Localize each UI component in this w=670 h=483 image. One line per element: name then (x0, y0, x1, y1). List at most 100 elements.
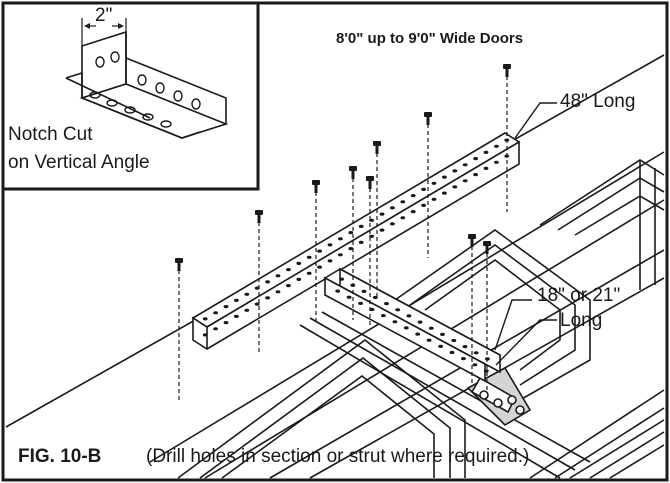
strut-hole (361, 289, 367, 293)
strut-hole (244, 292, 250, 296)
label-18-long-line1: 18" or 21" (537, 285, 621, 306)
strut-hole (417, 320, 423, 324)
strut-hole (473, 351, 479, 355)
door-panel-right-lower (569, 419, 665, 479)
strut-hole (338, 237, 343, 241)
strut-hole (348, 231, 354, 235)
strut-hole (358, 240, 364, 244)
strut-hole (234, 298, 239, 302)
strut-hole (392, 320, 398, 324)
strut-hole (400, 200, 406, 204)
strut-hole (473, 157, 478, 161)
strut-hole (483, 166, 489, 170)
strut-hole (438, 344, 443, 348)
strut-hole (483, 150, 489, 154)
strut-hole (494, 144, 499, 148)
strut-hole (462, 179, 468, 183)
strut-hole (494, 160, 499, 164)
strut-hole (286, 268, 291, 272)
strut-hole (379, 228, 385, 232)
strut-hole (415, 332, 421, 336)
strut-hole (390, 206, 395, 210)
strut-hole (296, 261, 302, 265)
strut-hole (369, 234, 374, 238)
strut-hole (254, 302, 260, 306)
figure-caption: (Drill holes in section or strut where r… (146, 446, 530, 467)
inset-caption-line2: on Vertical Angle (8, 152, 150, 173)
strut-hole (335, 289, 341, 293)
strut-hole (213, 311, 219, 315)
strut-hole (327, 243, 333, 247)
door-panel-right (539, 159, 665, 290)
strut-hole (406, 314, 412, 318)
strut-hole (254, 286, 260, 290)
label-48-long: 48" Long (560, 91, 636, 112)
strut-hole (442, 191, 447, 195)
screws (175, 64, 511, 271)
strut-hole (473, 173, 478, 177)
strut-hole (234, 314, 239, 318)
strut-hole (485, 357, 490, 361)
notch-inset (1, 1, 260, 191)
inset-caption-line1: Notch Cut (8, 124, 93, 145)
strut-hole (504, 138, 510, 142)
strut-hole (369, 218, 374, 222)
strut-hole (358, 301, 363, 305)
strut-hole (265, 296, 270, 300)
strut-hole (306, 271, 312, 275)
hinge (466, 366, 532, 427)
inset-dimension: 2" (95, 5, 113, 26)
diagram-title: 8'0" up to 9'0" Wide Doors (336, 30, 524, 47)
strut-hole (384, 302, 389, 306)
strut-hole (350, 283, 356, 287)
strut-hole (410, 210, 416, 214)
strut-hole (275, 274, 281, 278)
strut-hole (275, 290, 281, 294)
strut-hole (358, 224, 364, 228)
strut-hole (286, 284, 291, 288)
strut-hole (451, 338, 457, 343)
strut-hole (223, 321, 229, 325)
strut-hole (452, 185, 458, 189)
strut-48-holes (202, 138, 510, 337)
center-rail (299, 311, 591, 479)
strut-hole (338, 253, 343, 257)
strut-hole (452, 169, 458, 173)
strut-hole (426, 338, 432, 342)
strut-hole (244, 308, 250, 312)
strut-hole (421, 203, 426, 207)
strut-hole (317, 249, 322, 253)
strut-hole (339, 277, 344, 281)
strut-hole (431, 181, 437, 185)
label-18-long-line2: Long (560, 310, 603, 331)
strut-hole (296, 277, 302, 281)
strut-hole (348, 247, 354, 251)
strut-hole (223, 305, 229, 309)
strut-hole (403, 326, 409, 330)
strut-hole (381, 314, 386, 318)
strut-hole (449, 350, 455, 355)
strut-hole (483, 369, 489, 373)
strut-hole (462, 345, 468, 349)
strut-hole (442, 175, 447, 179)
strut-hole (202, 317, 208, 321)
strut-hole (440, 332, 445, 336)
strut-hole (431, 197, 437, 201)
strut-48-long (191, 132, 521, 350)
strut-18-holes (335, 277, 490, 373)
strut-hole (472, 363, 478, 367)
strut-hole (462, 163, 468, 167)
strut-hole (428, 326, 434, 330)
strut-hole (346, 295, 352, 299)
strut-hole (504, 154, 510, 158)
door-panel-left (177, 338, 466, 479)
figure-label: FIG. 10-B (18, 446, 102, 467)
strut-hole (372, 295, 378, 300)
strut-hole (410, 194, 416, 198)
strut-hole (202, 333, 208, 337)
leader-lines (494, 102, 557, 366)
strut-hole (421, 187, 426, 191)
strut-hole (327, 259, 333, 263)
